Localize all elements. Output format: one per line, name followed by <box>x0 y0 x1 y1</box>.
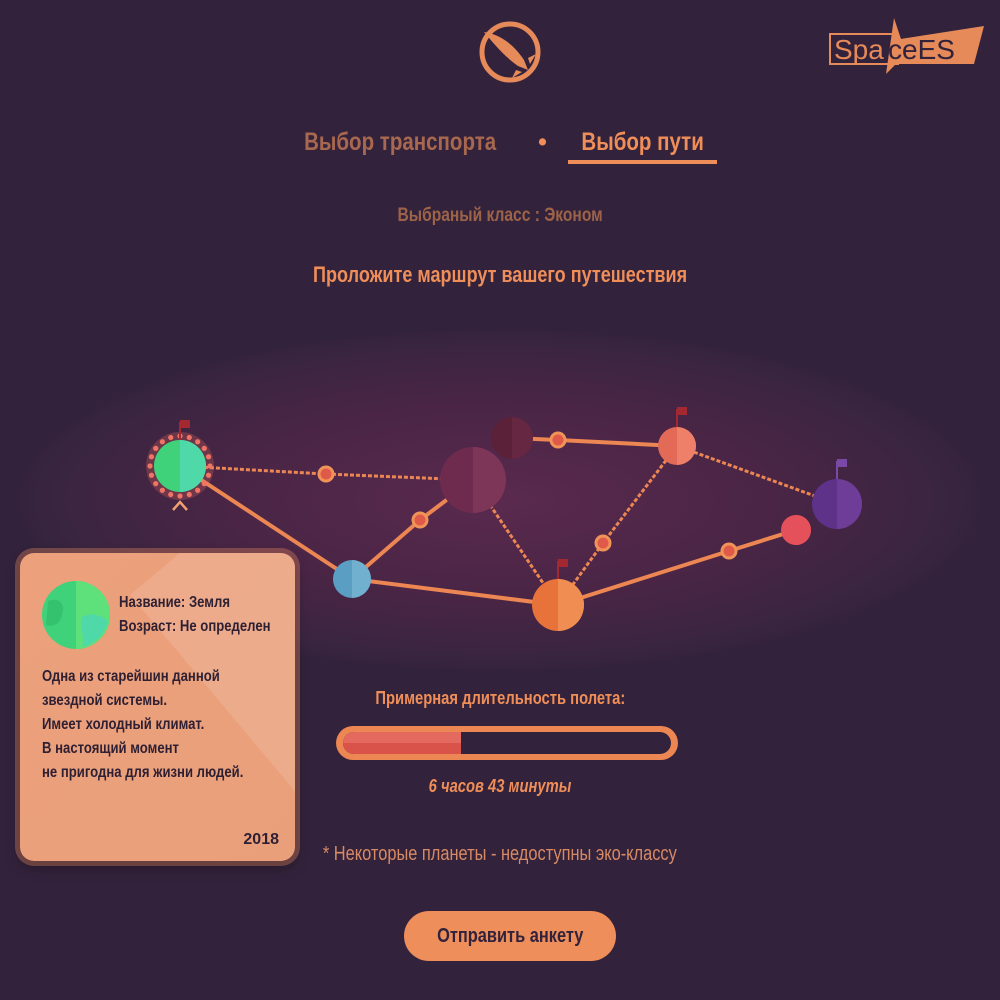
flag-icon <box>558 559 568 567</box>
route-map <box>146 407 862 631</box>
submit-form-button[interactable]: Отправить анкету <box>404 911 616 961</box>
flag-icon <box>180 420 190 428</box>
svg-text:ceES: ceES <box>888 34 955 65</box>
planet-blue[interactable] <box>333 560 371 598</box>
route-solid <box>557 438 678 448</box>
route-title: Проложите маршрут вашего путешествия <box>312 262 688 287</box>
planet-coral[interactable] <box>658 407 696 465</box>
flag-icon <box>677 407 687 415</box>
tab-route-choice[interactable]: Выбор пути <box>567 128 718 164</box>
planet-orange[interactable] <box>532 559 584 631</box>
planet-info-card: Название: Земля Возраст: Не определен Од… <box>20 553 295 861</box>
route-solid <box>557 549 730 607</box>
rocket-logo-icon <box>479 21 541 83</box>
duration-value: 6 часов 43 минуты <box>428 776 572 796</box>
planet-earth[interactable] <box>146 420 214 511</box>
selected-chevron-icon <box>172 500 188 511</box>
route-dashed <box>601 445 679 544</box>
planet-description: Одна из старейшин данной звездной систем… <box>42 668 244 781</box>
flag-icon <box>837 459 847 467</box>
route-dashed <box>676 444 838 506</box>
step-separator: • <box>538 128 547 156</box>
route-solid <box>178 464 354 581</box>
spacees-logo: Spa ceES <box>829 18 984 74</box>
duration-label: Примерная длительность полета: <box>375 688 625 708</box>
svg-text:Spa: Spa <box>834 34 884 65</box>
planet-maroon-large[interactable] <box>440 447 506 513</box>
planet-age: Возраст: Не определен <box>119 618 271 635</box>
tab-transport-choice[interactable]: Выбор транспорта <box>304 128 497 156</box>
earth-icon <box>42 581 110 649</box>
route-solid <box>351 577 559 607</box>
route-waypoint[interactable] <box>317 465 335 483</box>
duration-progress-fill <box>343 732 462 754</box>
route-waypoint[interactable] <box>720 542 738 560</box>
route-waypoint[interactable] <box>411 511 429 529</box>
eco-class-note: * Некоторые планеты - недоступны эко-кла… <box>323 843 677 865</box>
selected-class: Выбраный класс : Эконом <box>397 205 603 226</box>
card-year: 2018 <box>243 831 279 848</box>
duration-progress-bar <box>336 726 678 760</box>
route-waypoint[interactable] <box>549 431 567 449</box>
planet-maroon-small[interactable] <box>491 417 533 459</box>
step-tabs: Выбор транспорта • Выбор пути <box>0 128 1000 164</box>
planet-purple[interactable] <box>812 459 862 529</box>
route-waypoint[interactable] <box>594 534 612 552</box>
planet-red-small[interactable] <box>781 515 811 545</box>
planet-name: Название: Земля <box>119 594 230 611</box>
